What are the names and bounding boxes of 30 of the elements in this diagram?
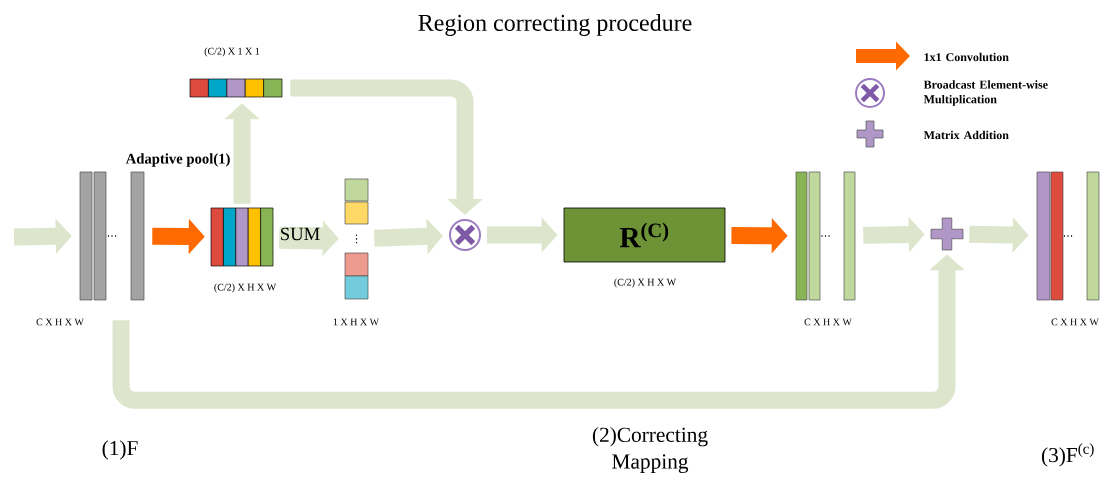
node-label: …	[1063, 235, 1073, 237]
multiply-symbol	[449, 219, 481, 251]
feature-stack: …	[795, 171, 856, 301]
feature-stack: …	[79, 171, 145, 301]
panel-label: (2)Correcting Mapping	[592, 426, 708, 473]
dimension-label: 1 X H X W	[333, 318, 380, 326]
dimension-label: C X H X W	[1051, 318, 1099, 326]
dimension-label: (C/2) X H X W	[214, 283, 277, 293]
block-arrow	[290, 79, 483, 215]
panel-label: (3)F$^{(c)}$	[1041, 443, 1094, 467]
node-label: …	[821, 235, 830, 237]
edge-label: SUM	[281, 227, 320, 241]
feature-block	[210, 207, 274, 267]
residual-block: R$^{(C)}$	[563, 207, 726, 263]
node-label: …	[107, 235, 117, 237]
dimension-label: C X H X W	[804, 318, 852, 326]
plus-symbol	[930, 217, 964, 251]
dimension-label: (C/2) X 1 X 1	[204, 47, 260, 57]
feature-column: ⋮	[344, 178, 369, 300]
dimension-label: (C/2) X H X W	[614, 278, 677, 288]
legend-text: 1x1 Convolution	[924, 52, 1009, 62]
panel-label: (1)F	[102, 440, 138, 460]
node-label: ⋮	[355, 234, 358, 244]
pooled-vector	[189, 78, 283, 98]
legend-text: Matrix Addition	[923, 130, 1009, 140]
legend-text: Broadcast Element-wise Multiplication	[923, 80, 1048, 106]
title: Region correcting procedure	[418, 14, 692, 36]
dimension-label: C X H X W	[36, 318, 84, 326]
feature-stack: …	[1036, 171, 1100, 301]
edge-label: Adaptive pool(1)	[125, 153, 230, 167]
